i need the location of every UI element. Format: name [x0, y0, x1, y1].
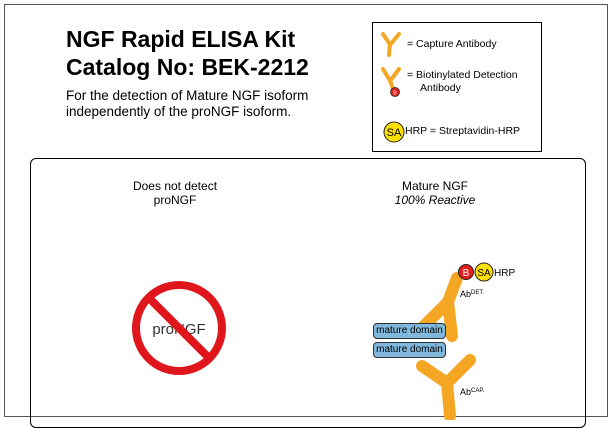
legend-biotin-symbol: B — [393, 91, 397, 97]
no-prongf-symbol: proNGF — [132, 281, 226, 375]
biotin-label: B — [463, 268, 470, 279]
left-heading-line-2: proNGF — [153, 193, 197, 207]
mature-domain-2: mature domain — [373, 342, 446, 358]
detection-antibody-icon: B — [381, 67, 401, 97]
hrp-label: HRP — [494, 268, 515, 279]
ab-det-label: AbDET. — [460, 289, 485, 299]
capture-antibody-icon — [381, 32, 401, 57]
streptavidin-icon: SA — [383, 121, 405, 143]
right-heading: Mature NGF — [401, 179, 468, 193]
legend-detection-label-1: = Biotinylated Detection — [407, 69, 518, 81]
ab-cap-label: AbCAP. — [460, 387, 485, 397]
description-line-1: For the detection of Mature NGF isoform — [66, 88, 309, 103]
right-subheading: 100% Reactive — [394, 193, 476, 207]
slide-frame — [4, 4, 608, 417]
capture-antibody — [416, 354, 476, 420]
title-kit-name: NGF Rapid ELISA Kit — [66, 26, 296, 52]
title-catalog-number: Catalog No: BEK-2212 — [66, 54, 309, 80]
legend-capture-label: = Capture Antibody — [407, 38, 497, 50]
legend-hrp-label: HRP = Streptavidin-HRP — [405, 125, 521, 137]
sa-label: SA — [477, 268, 491, 279]
legend-icons: B SA — [381, 32, 405, 143]
sandwich-diagram: B SA HRP — [416, 262, 515, 420]
left-heading-line-1: Does not detect — [132, 179, 218, 193]
biotin-marker: B — [458, 264, 474, 280]
mature-domain-1: mature domain — [373, 323, 446, 339]
streptavidin-marker: SA — [474, 262, 494, 282]
legend-detection-label-2: Antibody — [420, 82, 461, 94]
description-line-2: independently of the proNGF isoform. — [66, 104, 292, 119]
legend-box: B SA = Capture Antibody = Biotinylated D… — [372, 22, 542, 152]
legend-sa-symbol: SA — [387, 127, 402, 139]
